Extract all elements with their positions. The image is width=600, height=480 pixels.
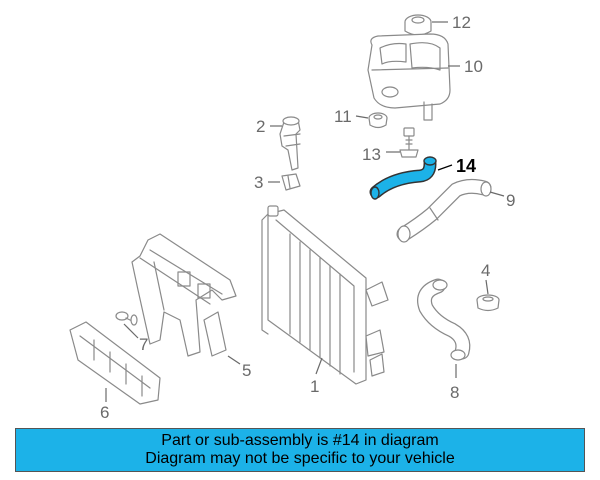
highlighted-hose [371, 159, 435, 197]
leader-7 [123, 323, 139, 339]
leader-5 [227, 355, 241, 365]
leader-4 [485, 279, 489, 295]
callout-6: 6 [100, 403, 109, 422]
part-2-bracket [279, 116, 301, 171]
part-4-cap [476, 294, 500, 312]
callout-1: 1 [310, 377, 319, 396]
callout-12: 12 [452, 13, 471, 32]
callout-11: 11 [334, 107, 352, 126]
leader-9 [489, 191, 505, 197]
part-7-screw [115, 311, 138, 326]
callout-10: 10 [464, 57, 483, 76]
part-3-clip [281, 173, 301, 191]
leader-1 [315, 357, 323, 375]
callout-2: 2 [256, 117, 265, 136]
banner-line-1: Part or sub-assembly is #14 in diagram [161, 432, 439, 449]
banner-line-2: Diagram may not be specific to your vehi… [145, 450, 455, 467]
callout-8: 8 [450, 383, 459, 402]
part-1-radiator [261, 205, 389, 385]
callout-14: 14 [456, 156, 476, 176]
part-11-grommet [368, 112, 388, 129]
part-14-coolant-hose [369, 156, 437, 200]
leader-14 [437, 164, 453, 171]
part-5-radiator-frame [131, 233, 237, 357]
part-10-expansion-tank [367, 33, 451, 121]
part-8-lower-hose [417, 278, 471, 361]
callout-3: 3 [254, 173, 263, 192]
callout-7: 7 [139, 335, 148, 354]
callout-5: 5 [242, 361, 251, 380]
callout-9: 9 [506, 191, 515, 210]
info-banner: Part or sub-assembly is #14 in diagram D… [15, 428, 585, 472]
part-12-reservoir-cap [404, 14, 432, 36]
part-13-bolt [399, 127, 419, 158]
callout-4: 4 [481, 261, 490, 280]
part-9-radiator-hose [396, 178, 492, 243]
leader-11 [355, 115, 369, 119]
part-6-air-guide [69, 321, 161, 405]
callout-13: 13 [362, 145, 381, 164]
parts-diagram: 12 10 11 13 14 [69, 13, 515, 422]
